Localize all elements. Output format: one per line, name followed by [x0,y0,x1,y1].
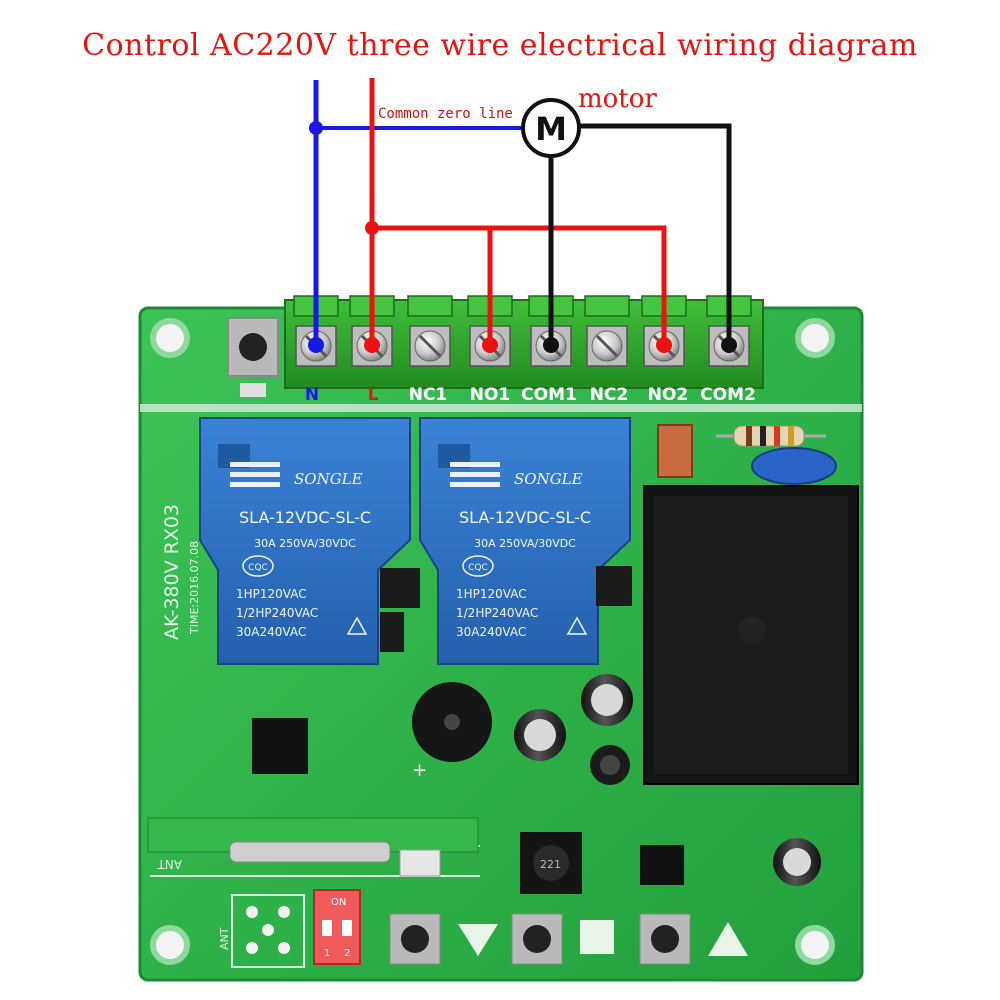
warning-triangle-icon [566,616,588,635]
relay-1: SONGLE SLA-12VDC-SL-C 30A 250VA/30VDC CQC 1H… [199,417,411,665]
terminal-fin [407,295,453,317]
dot-l [364,337,380,353]
terminal-labels: N L NC1 NO1 COM1 NC2 NO2 COM2 [305,385,756,405]
rf-module [147,817,479,877]
terminal-screw [586,325,628,367]
dip-num-1: 1 [324,948,330,959]
ant-label-pad: ANT [218,927,231,950]
capacitor-blue [751,447,837,485]
common-zero-label: Common zero line [378,106,513,122]
down-triangle-icon [458,924,498,956]
relay-spec2: 1/2HP240VAC [236,606,318,620]
terminal-fin [584,295,630,317]
dot-com1 [543,337,559,353]
relay-cert: CQC [248,563,268,573]
dot-n [308,337,324,353]
relay-spec1: 1HP120VAC [456,587,527,601]
relay-spec3: 30A240VAC [236,625,306,639]
terminal-label-com2: COM2 [700,385,756,405]
terminal-label-nc2: NC2 [590,385,629,405]
dip-num-2: 2 [344,948,350,959]
ant-label-rf: ANT [157,857,182,871]
motor-circle [521,98,581,158]
terminal-screw [643,325,685,367]
songle-logo-icon [450,482,500,487]
terminal-label-l: L [368,385,379,405]
antenna-pads [231,894,305,968]
button-symbols [458,920,748,956]
inductor-label: 221 [540,858,561,871]
junction-blue [309,121,323,135]
relay-brand: SONGLE [294,470,363,488]
songle-logo-icon [230,472,280,477]
fuse [657,424,693,478]
wiring [308,78,737,353]
reset-button [227,317,279,397]
terminal-label-nc1: NC1 [409,385,448,405]
terminal-label-no2: NO2 [648,385,689,405]
relay-rating: 30A 250VA/30VDC [474,537,576,550]
inductor [520,832,582,894]
relay-spec2: 1/2HP240VAC [456,606,538,620]
songle-logo-icon [450,462,500,467]
up-triangle-icon [708,922,748,956]
relay-rating: 30A 250VA/30VDC [254,537,356,550]
power-module [643,485,859,785]
songle-logo-icon [230,462,280,467]
dip-on-label: ON [331,897,346,908]
relay-spec1: 1HP120VAC [236,587,307,601]
motor-symbol: M [521,98,581,158]
terminal-block [284,295,764,389]
dot-com2 [721,337,737,353]
relays: SONGLE SLA-12VDC-SL-C 30A 250VA/30VDC CQC 1H… [199,417,631,665]
board-time-text: TIME:2016.07.08 [188,541,201,635]
relay-spec3: 30A240VAC [456,625,526,639]
resistor [716,425,826,447]
dot-no2 [656,337,672,353]
motor-m-text: M [535,110,567,148]
warning-triangle-icon [346,616,368,635]
terminal-label-n: N [305,385,319,405]
terminal-label-com1: COM1 [521,385,577,405]
dot-no1 [482,337,498,353]
stop-square-icon [580,920,614,954]
relay-2: SONGLE SLA-12VDC-SL-C 30A 250VA/30VDC CQC 1H… [419,417,631,665]
buzzer [412,682,492,762]
relay-brand: SONGLE [514,470,583,488]
terminal-label-no1: NO1 [470,385,511,405]
wire-com2 [579,123,732,345]
bottom-buttons [389,913,691,965]
diagram-title: Control AC220V three wire electrical wir… [82,28,918,63]
relay-model: SLA-12VDC-SL-C [239,508,371,527]
plus-mark: + [412,760,427,781]
ic-chips [252,566,684,885]
terminal-screw [409,325,451,367]
songle-logo-icon [450,472,500,477]
relay-model: SLA-12VDC-SL-C [459,508,591,527]
dip-switch [313,889,361,965]
board-model-text: AK-380V RX03 [161,504,183,640]
electrolytic-capacitors [514,674,821,886]
songle-logo-icon [230,482,280,487]
relay-cert: CQC [468,563,488,573]
motor-label: motor [578,84,657,114]
wire-l-to-no2 [372,225,667,345]
